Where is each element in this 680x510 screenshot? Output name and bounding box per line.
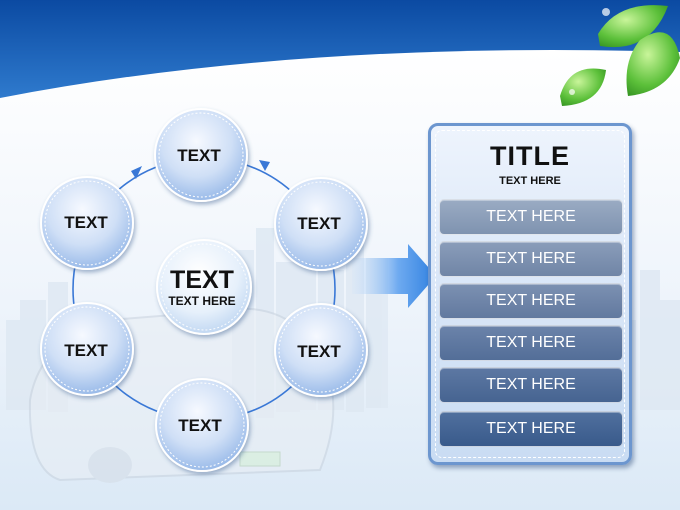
panel-item: TEXT HERE bbox=[439, 325, 623, 361]
cycle-node bbox=[154, 108, 248, 202]
panel-item: TEXT HERE bbox=[439, 283, 623, 319]
panel-item: TEXT HERE bbox=[439, 241, 623, 277]
cycle-node bbox=[155, 378, 249, 472]
leaves-decoration bbox=[560, 5, 680, 106]
center-title: TEXT bbox=[170, 266, 234, 294]
title-panel: TITLE TEXT HERE TEXT HERE TEXT HERE TEXT… bbox=[428, 123, 632, 465]
node-label: TEXT bbox=[297, 342, 341, 361]
right-arrow bbox=[352, 244, 436, 308]
panel-inner-border bbox=[435, 130, 625, 458]
center-subtitle: TEXT HERE bbox=[168, 294, 235, 308]
panel-title: TITLE bbox=[490, 141, 570, 171]
node-label: TEXT bbox=[297, 214, 341, 233]
cycle-node bbox=[274, 177, 368, 271]
panel-subtitle: TEXT HERE bbox=[499, 175, 561, 187]
cycle-node bbox=[40, 302, 134, 396]
panel-item: TEXT HERE bbox=[439, 199, 623, 235]
cycle-node bbox=[40, 176, 134, 270]
center-node bbox=[156, 239, 252, 335]
node-label: TEXT bbox=[177, 146, 221, 165]
node-label: TEXT bbox=[178, 416, 222, 435]
node-label: TEXT bbox=[64, 213, 108, 232]
arrowhead-left bbox=[131, 166, 142, 179]
cycle-arrowheads bbox=[131, 160, 270, 179]
node-label: TEXT bbox=[64, 341, 108, 360]
panel-item: TEXT HERE bbox=[439, 411, 623, 447]
panel-item: TEXT HERE bbox=[439, 367, 623, 403]
cycle-node bbox=[274, 303, 368, 397]
arrowhead-right bbox=[259, 160, 270, 171]
